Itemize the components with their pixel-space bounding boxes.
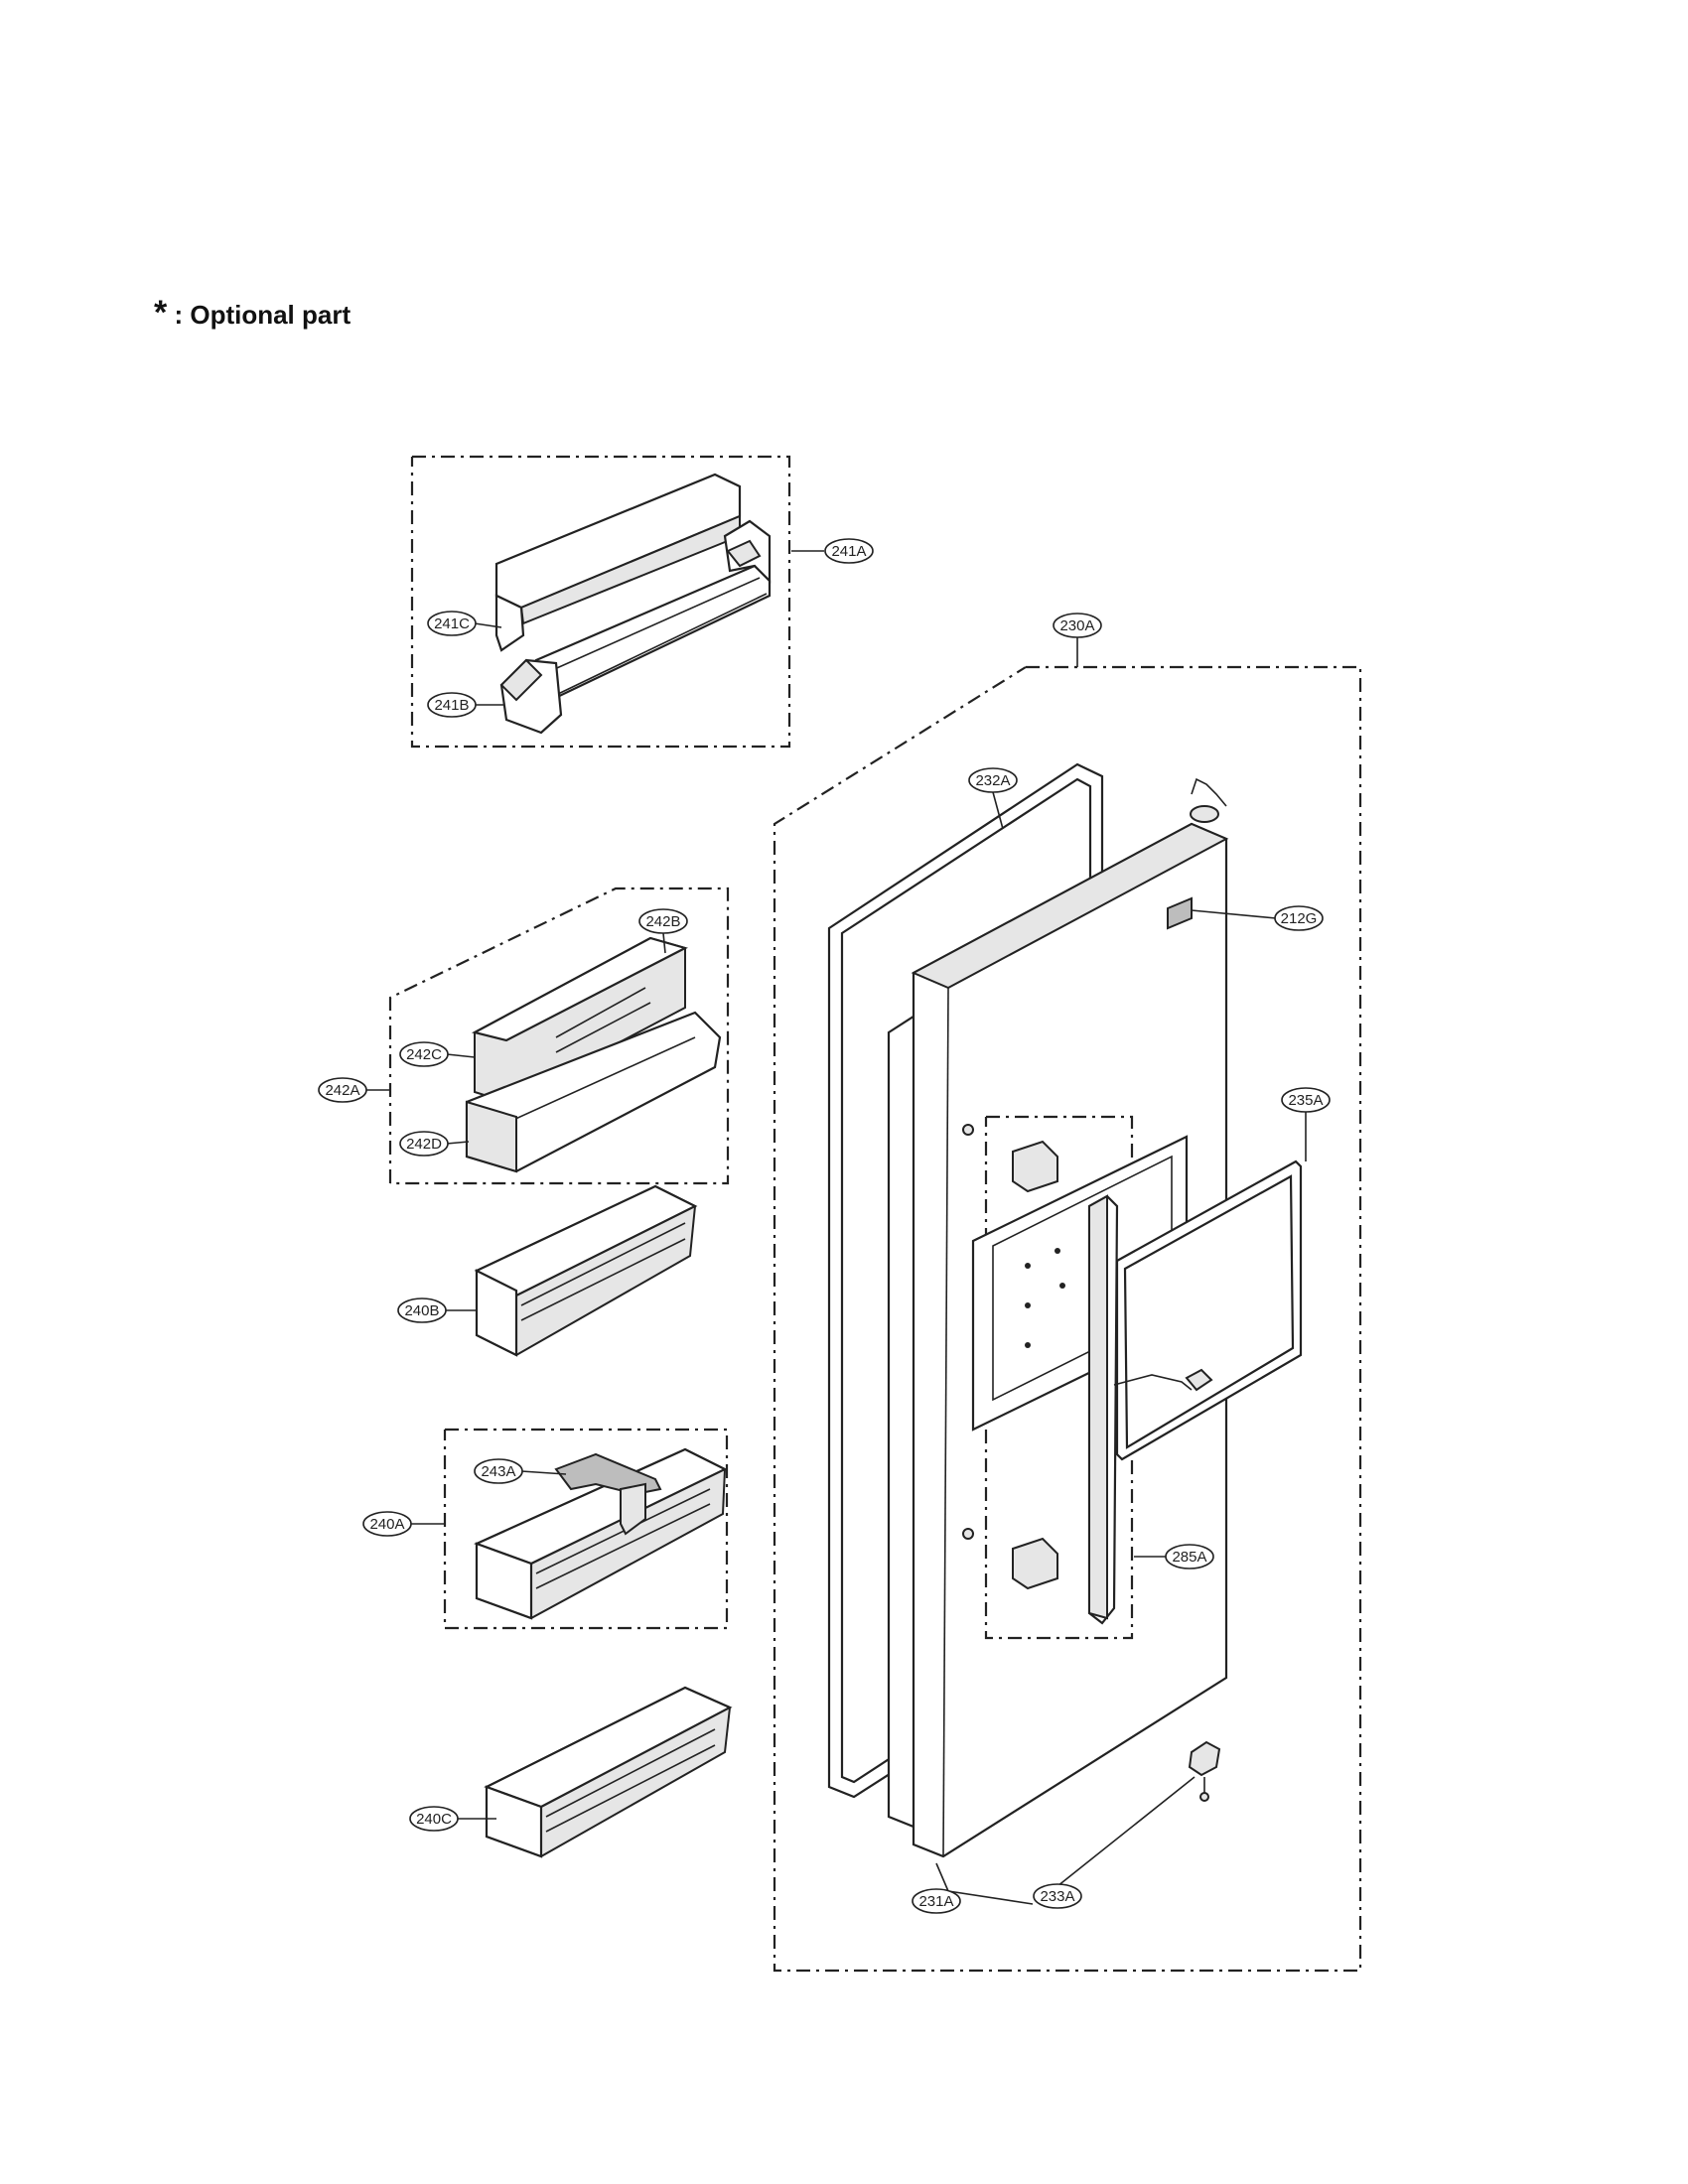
label-212G [1167, 896, 1193, 930]
lower-bracket [1012, 1537, 1058, 1590]
optional-part-legend: * : Optional part [154, 294, 352, 339]
callout-242B: 242B [645, 913, 680, 930]
group-241A: 241A 241C 241B [410, 455, 874, 749]
callout-230A: 230A [1059, 617, 1094, 634]
group-241A-boundary [410, 455, 791, 749]
group-240A: 243A 240A [362, 1428, 729, 1630]
callout-242C: 242C [406, 1046, 442, 1063]
hinge-233A [1188, 1740, 1221, 1777]
basket-241 [494, 473, 772, 735]
legend-asterisk: * [154, 294, 168, 332]
callout-241B: 241B [434, 697, 469, 714]
group-285A-boundary [984, 1115, 1134, 1640]
callout-242D: 242D [406, 1136, 442, 1153]
group-230A-boundary [773, 665, 1362, 1973]
divider-243A [554, 1452, 662, 1496]
upper-bracket [1012, 1140, 1058, 1193]
callout-242A: 242A [325, 1082, 359, 1099]
callout-240C: 240C [416, 1811, 452, 1828]
callout-240A: 240A [369, 1516, 404, 1533]
callout-231A: 231A [918, 1893, 953, 1910]
legend-text: : Optional part [174, 300, 352, 330]
group-230A: 230A [773, 613, 1362, 1973]
callout-233A: 233A [1040, 1888, 1074, 1905]
callout-243A: 243A [481, 1463, 515, 1480]
callout-235A: 235A [1288, 1092, 1323, 1109]
callout-232A: 232A [975, 772, 1010, 789]
callout-212G: 212G [1281, 910, 1318, 927]
callout-241C: 241C [434, 615, 470, 632]
callout-241A: 241A [831, 543, 866, 560]
group-240A-boundary [443, 1428, 729, 1630]
group-242A-boundary [388, 887, 730, 1185]
basket-240C: 240C [409, 1686, 733, 1858]
basket-240B: 240B [397, 1184, 698, 1357]
group-242A: 242B 242C 242A 242D [318, 887, 730, 1185]
callout-285A: 285A [1172, 1549, 1206, 1566]
callout-240B: 240B [404, 1302, 439, 1319]
callout-241A-bubble [824, 538, 874, 564]
